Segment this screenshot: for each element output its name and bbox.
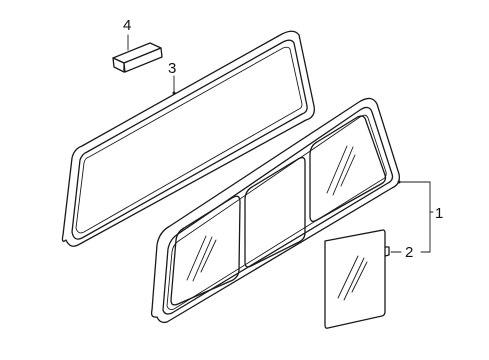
callout-2: 2: [405, 244, 413, 261]
callout-1: 1: [435, 205, 443, 222]
part-2-sliding-glass: [324, 229, 390, 329]
leader-lines: [127, 34, 434, 253]
part-1-window-assembly: [150, 97, 400, 324]
callout-3: 3: [168, 60, 176, 77]
part-4-molding: [112, 42, 163, 73]
callout-4: 4: [123, 17, 131, 34]
glass-reflection-lines: [186, 145, 356, 282]
part-3-weatherstrip: [61, 30, 315, 247]
